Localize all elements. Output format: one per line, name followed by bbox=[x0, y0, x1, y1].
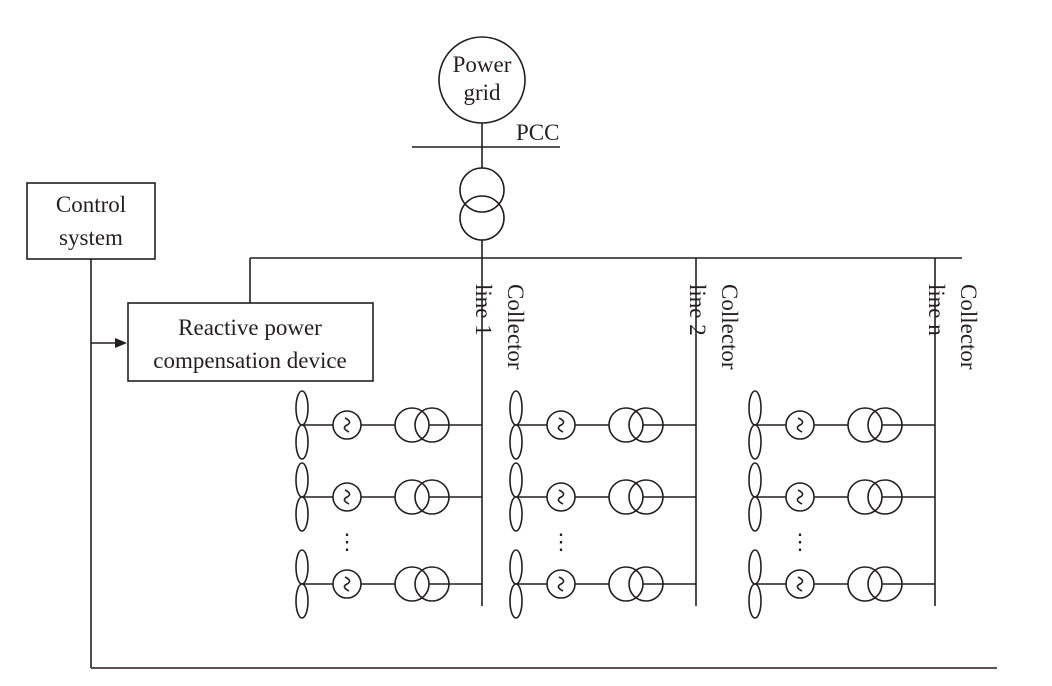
control-arrow-head bbox=[115, 338, 127, 348]
collector-line-3: Collector line n ⋮ bbox=[748, 258, 981, 619]
generator-sine-icon bbox=[796, 489, 804, 505]
turbine-blade-upper-icon bbox=[748, 462, 762, 498]
collector-label-line1: Collector bbox=[956, 284, 981, 370]
turbine-blade-lower-icon bbox=[295, 424, 309, 460]
control-system-label-line1: Control bbox=[56, 192, 126, 217]
turbine-blade-lower-icon bbox=[509, 496, 523, 532]
turbine-blade-upper-icon bbox=[748, 549, 762, 585]
turbine-blade-lower-icon bbox=[748, 583, 762, 619]
turbine-blade-upper-icon bbox=[295, 390, 309, 426]
turbine-blade-upper-icon bbox=[295, 462, 309, 498]
turbine-blade-upper-icon bbox=[748, 390, 762, 426]
collector-label-line1: Collector bbox=[503, 284, 528, 370]
collector-line-2: Collector line 2 ⋮ bbox=[509, 258, 742, 619]
generator-sine-icon bbox=[343, 417, 351, 433]
unit-transformer-coil-icon bbox=[867, 479, 903, 515]
unit-transformer-coil-icon bbox=[608, 479, 644, 515]
wind-turbine-unit bbox=[295, 462, 482, 532]
main-transformer-upper-coil bbox=[459, 167, 505, 213]
pcc: PCC bbox=[412, 120, 560, 168]
wind-turbine-unit bbox=[295, 549, 482, 619]
compensation-device: Reactive power compensation device bbox=[127, 258, 374, 382]
unit-transformer-coil-icon bbox=[608, 407, 644, 443]
turbine-blade-lower-icon bbox=[295, 583, 309, 619]
unit-transformer-coil-icon bbox=[847, 479, 883, 515]
unit-transformer-coil-icon bbox=[628, 479, 664, 515]
unit-transformer-coil-icon bbox=[414, 407, 450, 443]
collector-label-line2: line 2 bbox=[685, 284, 710, 336]
unit-transformer-coil-icon bbox=[414, 566, 450, 602]
power-grid: Power grid bbox=[438, 36, 526, 124]
generator-sine-icon bbox=[343, 576, 351, 592]
control-system: Control system bbox=[26, 182, 156, 260]
wind-turbine-unit bbox=[748, 390, 935, 460]
control-system-label-line2: system bbox=[59, 225, 123, 250]
generator-sine-icon bbox=[343, 489, 351, 505]
compensation-label-line2: compensation device bbox=[153, 348, 347, 373]
unit-transformer-coil-icon bbox=[414, 479, 450, 515]
turbine-blade-lower-icon bbox=[748, 424, 762, 460]
unit-transformer-coil-icon bbox=[394, 566, 430, 602]
unit-transformer-coil-icon bbox=[867, 566, 903, 602]
collector-label-line1: Collector bbox=[717, 284, 742, 370]
power-grid-label-line2: grid bbox=[463, 80, 501, 105]
compensation-device-box bbox=[127, 302, 374, 382]
ellipsis: ⋮ bbox=[789, 529, 811, 554]
unit-transformer-coil-icon bbox=[628, 566, 664, 602]
unit-transformer-coil-icon bbox=[394, 479, 430, 515]
ellipsis: ⋮ bbox=[550, 529, 572, 554]
generator-sine-icon bbox=[557, 417, 565, 433]
generator-sine-icon bbox=[557, 489, 565, 505]
unit-transformer-coil-icon bbox=[628, 407, 664, 443]
wind-turbine-unit bbox=[748, 462, 935, 532]
wind-turbine-unit bbox=[509, 549, 696, 619]
unit-transformer-coil-icon bbox=[847, 407, 883, 443]
generator-sine-icon bbox=[557, 576, 565, 592]
turbine-blade-upper-icon bbox=[295, 549, 309, 585]
turbine-blade-lower-icon bbox=[509, 583, 523, 619]
unit-transformer-coil-icon bbox=[608, 566, 644, 602]
wind-turbine-unit bbox=[295, 390, 482, 460]
main-transformer bbox=[459, 167, 505, 258]
generator-sine-icon bbox=[796, 417, 804, 433]
wind-turbine-unit bbox=[509, 462, 696, 532]
compensation-label-line1: Reactive power bbox=[178, 315, 322, 340]
unit-transformer-coil-icon bbox=[394, 407, 430, 443]
control-wiring bbox=[90, 259, 997, 669]
collector-label-line2: line n bbox=[924, 284, 949, 336]
ellipsis: ⋮ bbox=[336, 529, 358, 554]
wind-turbine-unit bbox=[509, 390, 696, 460]
turbine-blade-lower-icon bbox=[509, 424, 523, 460]
turbine-blade-lower-icon bbox=[748, 496, 762, 532]
turbine-blade-lower-icon bbox=[295, 496, 309, 532]
generator-sine-icon bbox=[796, 576, 804, 592]
wind-turbine-unit bbox=[748, 549, 935, 619]
collector-line-1: Collector line 1 ⋮ bbox=[295, 258, 528, 619]
unit-transformer-coil-icon bbox=[867, 407, 903, 443]
turbine-blade-upper-icon bbox=[509, 462, 523, 498]
power-grid-label-line1: Power bbox=[453, 52, 512, 77]
pcc-label: PCC bbox=[516, 120, 559, 145]
turbine-blade-upper-icon bbox=[509, 390, 523, 426]
unit-transformer-coil-icon bbox=[847, 566, 883, 602]
collector-label-line2: line 1 bbox=[471, 284, 496, 336]
turbine-blade-upper-icon bbox=[509, 549, 523, 585]
